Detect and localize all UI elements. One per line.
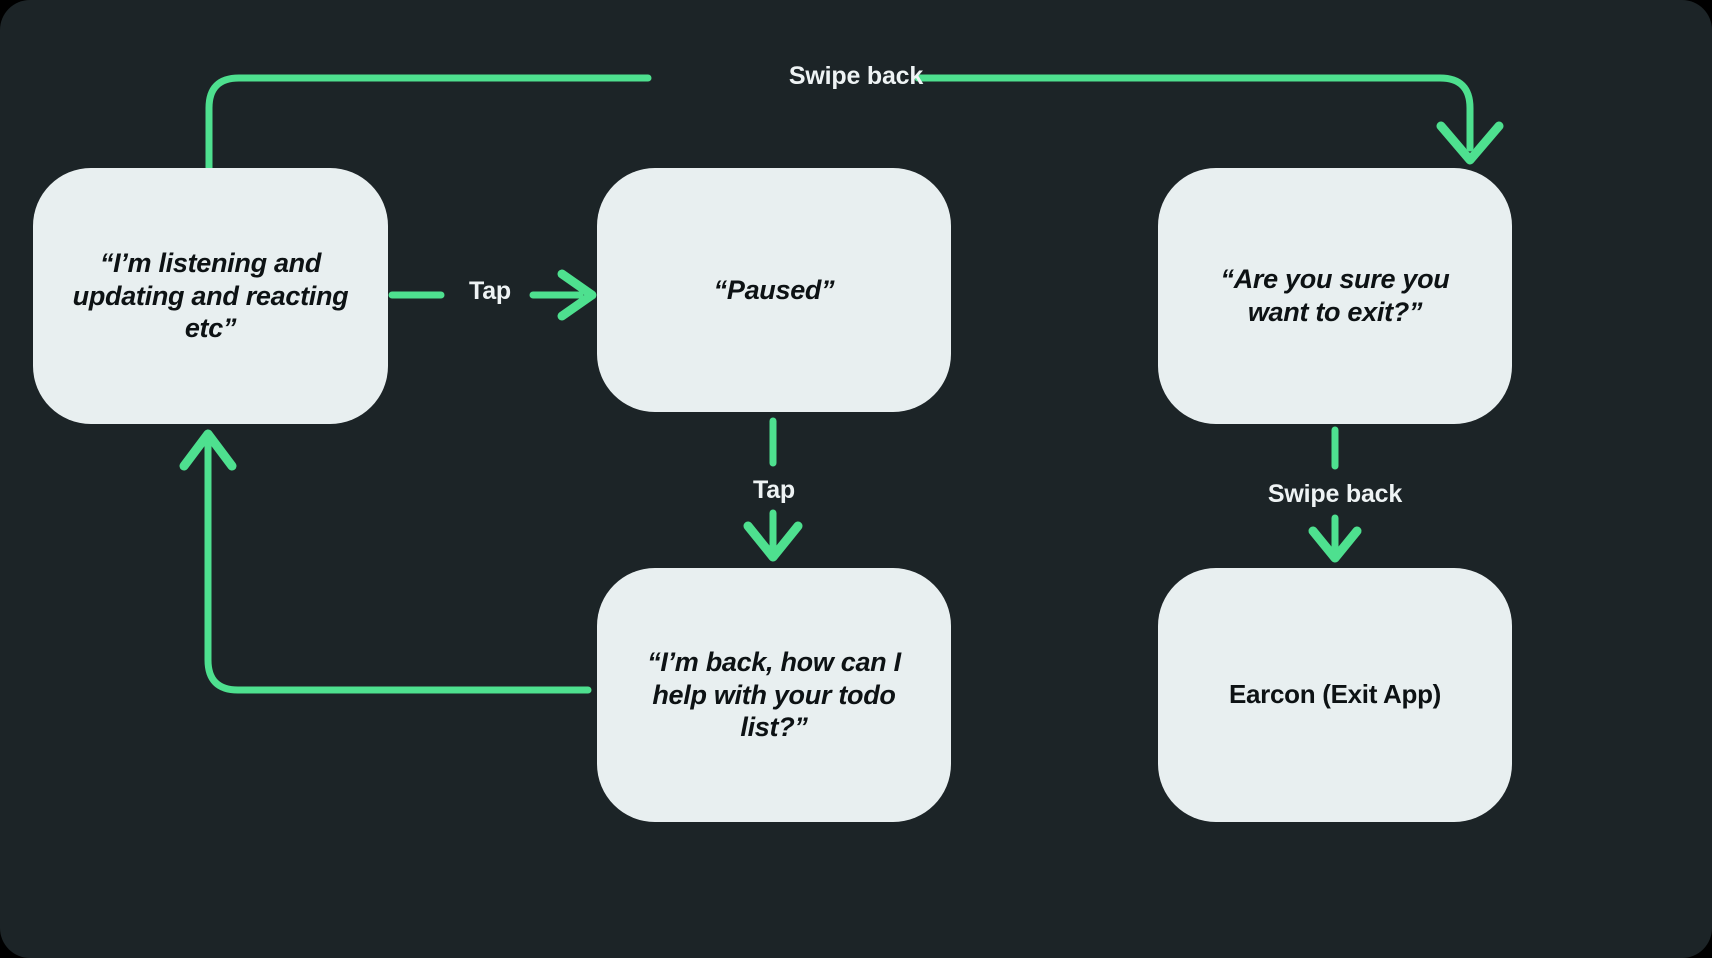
- edge-label-swipe-back-right: Swipe back: [1267, 480, 1403, 508]
- edge-back-to-listening: [204, 441, 592, 694]
- edge-swipe-back-right-arrowhead: [1308, 526, 1362, 563]
- edge-label-tap-right: Tap: [469, 277, 511, 305]
- node-confirm[interactable]: “Are you sure you want to exit?”: [1158, 168, 1512, 424]
- node-earcon-label: Earcon (Exit App): [1228, 679, 1442, 710]
- node-listening-label: “I’m listening and updating and reacting…: [72, 247, 349, 344]
- edge-tap-right-arrowhead: [557, 269, 597, 321]
- node-confirm-label: “Are you sure you want to exit?”: [1220, 264, 1450, 327]
- node-paused[interactable]: “Paused”: [597, 168, 951, 412]
- node-back-label: “I’m back, how can I help with your todo…: [647, 646, 901, 743]
- node-back[interactable]: “I’m back, how can I help with your todo…: [597, 568, 951, 822]
- edge-swipe-back-top-right-segment: [914, 74, 1474, 152]
- node-earcon[interactable]: Earcon (Exit App): [1158, 568, 1512, 822]
- edge-swipe-back-top-arrowhead: [1436, 121, 1504, 165]
- edge-label-swipe-back-top: Swipe back: [788, 62, 924, 90]
- edge-swipe-back-top-left-segment: [205, 74, 652, 172]
- edge-back-to-listening-arrowhead: [179, 429, 237, 471]
- edge-tap-down-arrowhead: [743, 521, 803, 562]
- edge-label-tap-down: Tap: [753, 476, 795, 504]
- node-listening[interactable]: “I’m listening and updating and reacting…: [33, 168, 388, 424]
- node-paused-label: “Paused”: [713, 274, 835, 305]
